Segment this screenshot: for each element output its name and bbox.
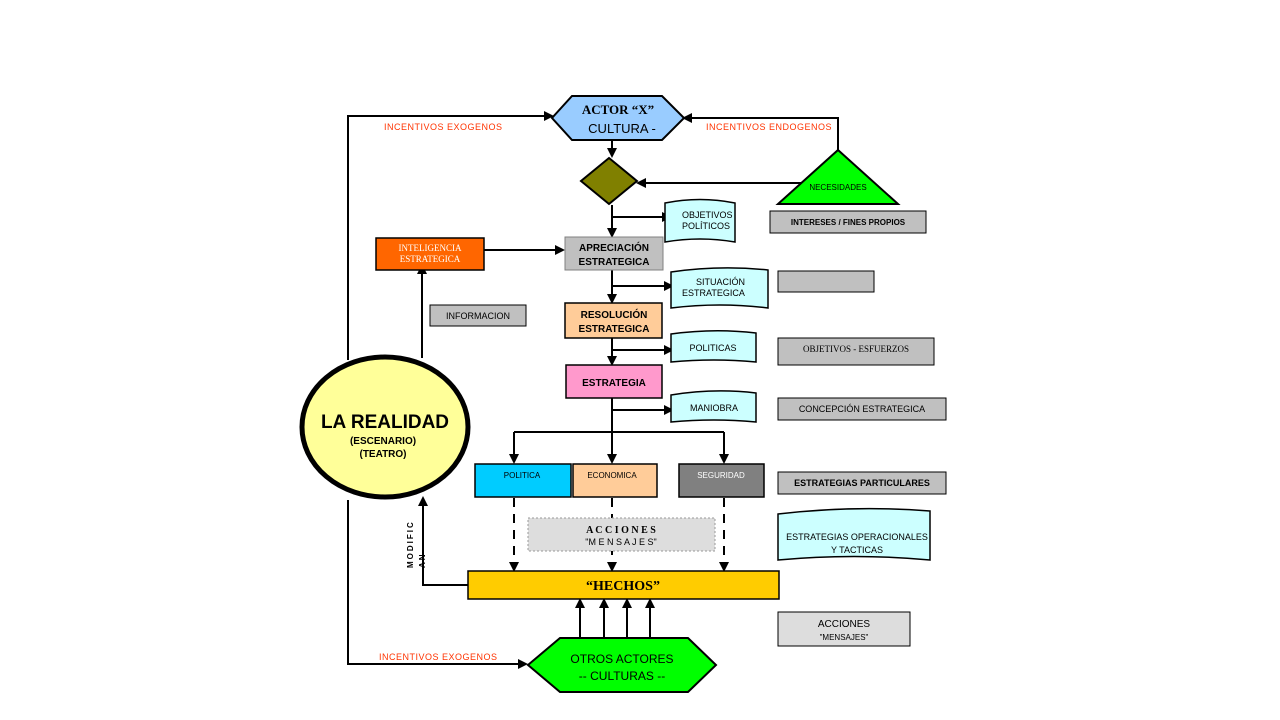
estrategias-operacionales-l2: Y TACTICAS — [831, 545, 883, 555]
estrategia-box: ESTRATEGIA — [565, 364, 663, 399]
apreciacion-estrategica-box: APRECIACIÓN ESTRATEGICA — [564, 236, 664, 271]
empty-gray-box — [777, 270, 875, 293]
actor-x-node: ACTOR “X” CULTURA - — [550, 95, 686, 141]
apreciacion-l1: APRECIACIÓN — [579, 241, 649, 254]
situacion-estrategica-note: SITUACIÓN ESTRATEGICA — [670, 267, 769, 309]
estrategia-label: ESTRATEGIA — [582, 378, 646, 389]
estrategias-operacionales-l1: ESTRATEGIAS OPERACIONALES — [786, 532, 928, 542]
connectors — [347, 111, 839, 669]
incentivos-exogenos-top: INCENTIVOS EXOGENOS — [384, 122, 503, 132]
actor-x-culture: CULTURA - — [588, 121, 656, 136]
resolucion-estrategica-box: RESOLUCIÓN ESTRATEGICA — [564, 302, 663, 339]
acciones-right-l2: "MENSAJES" — [820, 633, 869, 642]
acciones-right-box: ACCIONES "MENSAJES" — [777, 611, 911, 647]
necesidades-label: NECESIDADES — [809, 183, 866, 192]
acciones-right-l1: ACCIONES — [818, 619, 871, 630]
hechos-box: “HECHOS” — [467, 570, 780, 600]
situacion-l1: SITUACIÓN — [696, 277, 745, 287]
apreciacion-l2: ESTRATEGICA — [579, 257, 650, 268]
realidad-escenario: (ESCENARIO) — [350, 436, 416, 447]
intereses-fines-box: INTERESES / FINES PROPIOS — [769, 210, 927, 234]
politicas-note: POLITICAS — [670, 330, 757, 363]
estrategias-particulares-label: ESTRATEGIAS PARTICULARES — [794, 478, 930, 488]
objetivos-politicos-l1: OBJETIVOS — [682, 210, 733, 220]
objetivos-esfuerzos-box: OBJETIVOS - ESFUERZOS — [777, 337, 935, 366]
economica-box: ECONOMICA — [572, 463, 658, 498]
resolucion-l1: RESOLUCIÓN — [581, 308, 648, 321]
seguridad-box: SEGURIDAD — [678, 463, 765, 498]
concepcion-label: CONCEPCIÓN ESTRATEGICA — [799, 404, 925, 414]
politicas-label: POLITICAS — [689, 343, 736, 353]
realidad-teatro: (TEATRO) — [359, 449, 406, 460]
economica-label: ECONOMICA — [587, 471, 637, 480]
modifican-label: MODIFIC AN — [406, 520, 427, 568]
decision-diamond — [579, 156, 639, 206]
informacion-box: INFORMACION — [429, 304, 527, 327]
concepcion-estrategica-box: CONCEPCIÓN ESTRATEGICA — [777, 397, 947, 421]
situacion-l2: ESTRATEGICA — [682, 288, 745, 298]
hechos-label: “HECHOS” — [586, 579, 660, 594]
inteligencia-l1: INTELIGENCIA — [399, 243, 462, 253]
otros-actores-l1: OTROS ACTORES — [570, 652, 673, 666]
objetivos-politicos-l2: POLÍTICOS — [682, 221, 730, 231]
informacion-label: INFORMACION — [446, 311, 510, 321]
incentivos-exogenos-bottom: INCENTIVOS EXOGENOS — [379, 652, 498, 662]
inteligencia-l2: ESTRATEGICA — [400, 254, 461, 264]
politica-label: POLITICA — [504, 471, 541, 480]
otros-actores-node: OTROS ACTORES -- CULTURAS -- — [526, 637, 718, 693]
otros-actores-l2: -- CULTURAS -- — [579, 669, 665, 683]
incentivos-endogenos: INCENTIVOS ENDOGENOS — [706, 122, 832, 132]
realidad-title: LA REALIDAD — [321, 412, 449, 433]
maniobra-label: MANIOBRA — [690, 403, 738, 413]
politica-box: POLITICA — [474, 463, 572, 498]
estrategias-particulares-box: ESTRATEGIAS PARTICULARES — [777, 471, 947, 495]
actor-x-title: ACTOR “X” — [582, 102, 654, 117]
objetivos-esfuerzos-label: OBJETIVOS - ESFUERZOS — [803, 344, 909, 354]
acciones-middle-l2: "M E N S A J E S" — [585, 537, 656, 547]
maniobra-note: MANIOBRA — [670, 390, 757, 423]
modific-l2: AN — [418, 552, 427, 568]
estrategias-operacionales-note: ESTRATEGIAS OPERACIONALES Y TACTICAS — [777, 507, 931, 561]
intereses-fines-label: INTERESES / FINES PROPIOS — [791, 218, 906, 227]
necesidades-node: NECESIDADES — [775, 148, 901, 205]
la-realidad-node: LA REALIDAD (ESCENARIO) (TEATRO) — [299, 354, 471, 500]
inteligencia-estrategica-box: INTELIGENCIA ESTRATEGICA — [375, 237, 485, 271]
acciones-mensajes-middle-box: A C C I O N E S "M E N S A J E S" — [527, 517, 716, 552]
objetivos-politicos-note: OBJETIVOS POLÍTICOS — [664, 198, 736, 243]
acciones-middle-l1: A C C I O N E S — [586, 525, 656, 536]
resolucion-l2: ESTRATEGICA — [579, 324, 650, 335]
seguridad-label: SEGURIDAD — [697, 471, 745, 480]
modific-l1: MODIFIC — [406, 520, 415, 568]
